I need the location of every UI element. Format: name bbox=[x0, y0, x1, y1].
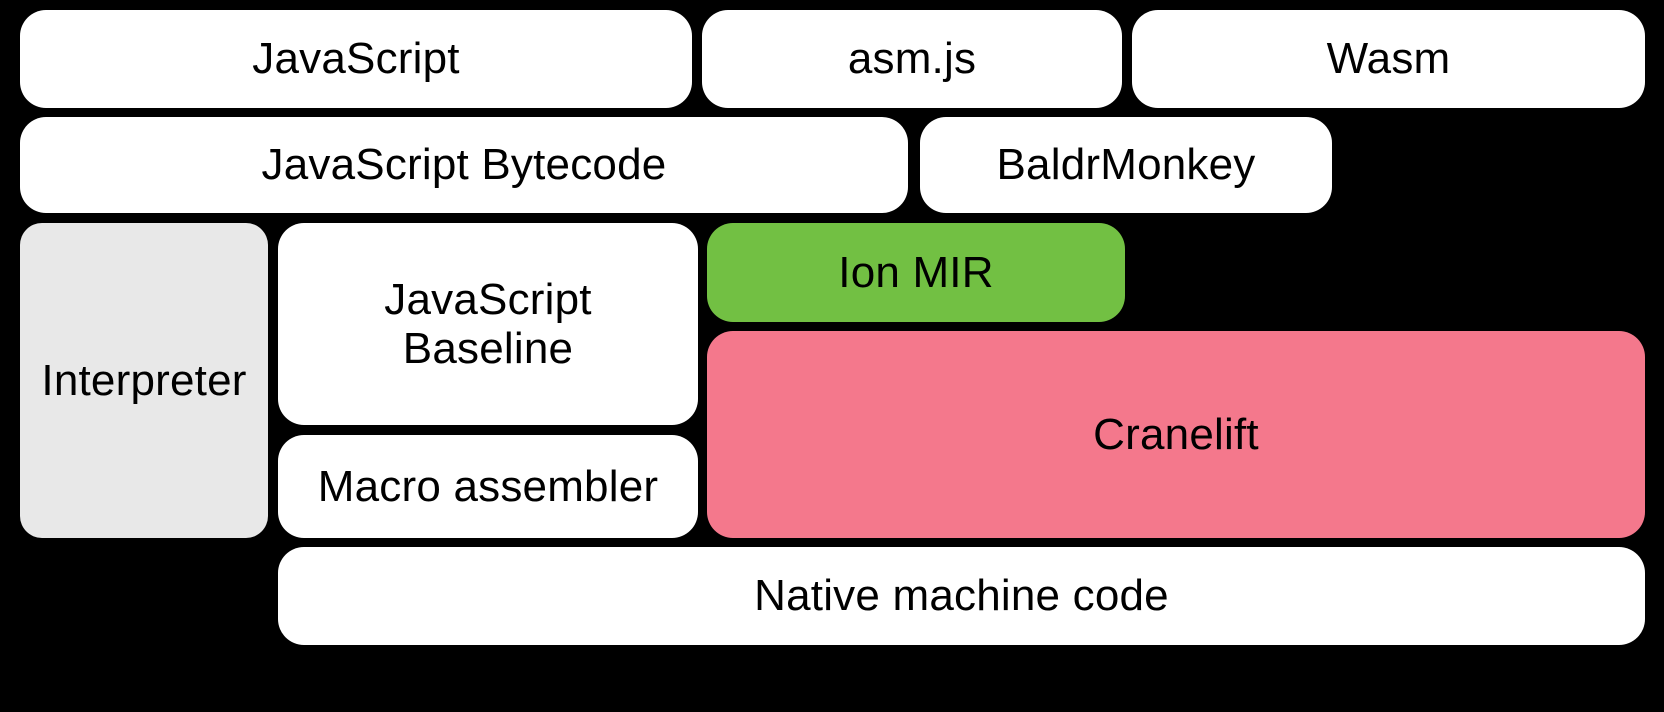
node-wasm: Wasm bbox=[1132, 10, 1645, 108]
node-javascript-baseline: JavaScript Baseline bbox=[278, 223, 698, 425]
node-native-machine-code: Native machine code bbox=[278, 547, 1645, 645]
node-ion-mir: Ion MIR bbox=[707, 223, 1125, 322]
node-interpreter: Interpreter bbox=[20, 223, 268, 538]
node-asm-js: asm.js bbox=[702, 10, 1122, 108]
node-cranelift: Cranelift bbox=[707, 331, 1645, 538]
node-javascript-bytecode: JavaScript Bytecode bbox=[20, 117, 908, 213]
node-javascript: JavaScript bbox=[20, 10, 692, 108]
node-macro-assembler: Macro assembler bbox=[278, 435, 698, 538]
node-baldrmonkey: BaldrMonkey bbox=[920, 117, 1332, 213]
